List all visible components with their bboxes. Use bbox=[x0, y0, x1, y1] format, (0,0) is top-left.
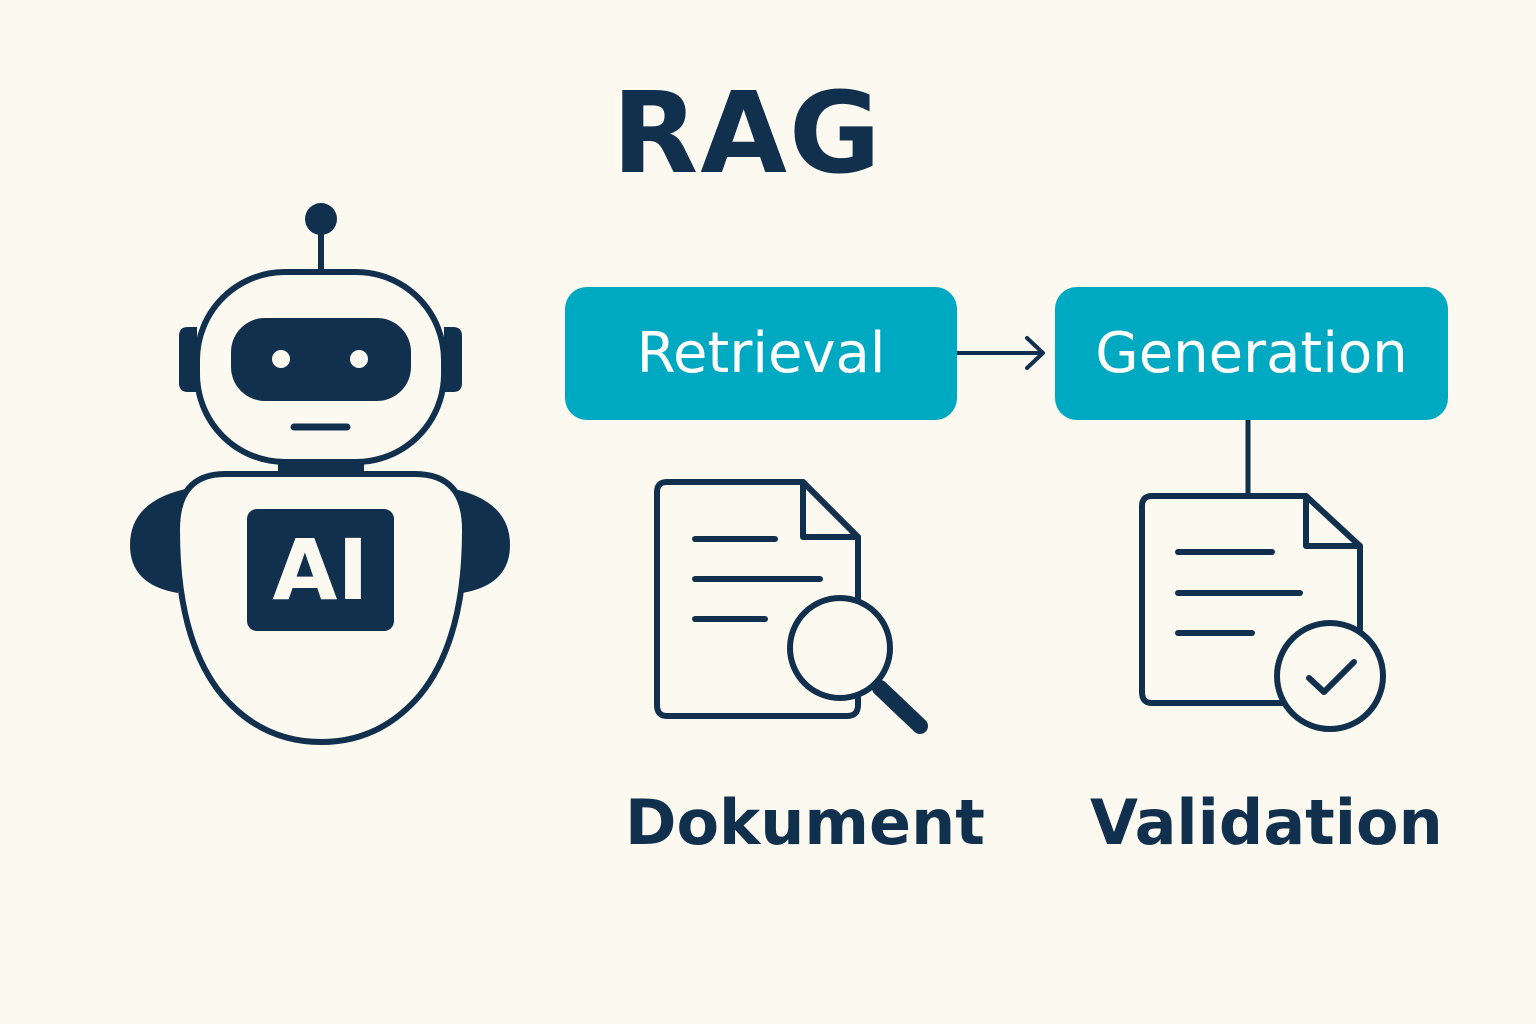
document-search-icon bbox=[654, 479, 928, 734]
label-dokument: Dokument bbox=[625, 786, 985, 859]
step-retrieval: Retrieval bbox=[565, 287, 957, 420]
robot-badge-text: AI bbox=[272, 521, 369, 619]
robot-icon bbox=[130, 203, 510, 745]
document-check-icon bbox=[1139, 493, 1386, 732]
label-validation: Validation bbox=[1090, 786, 1443, 859]
arrow-right-icon bbox=[955, 336, 1045, 370]
step-generation: Generation bbox=[1055, 287, 1448, 420]
page-title: RAG bbox=[612, 69, 883, 199]
